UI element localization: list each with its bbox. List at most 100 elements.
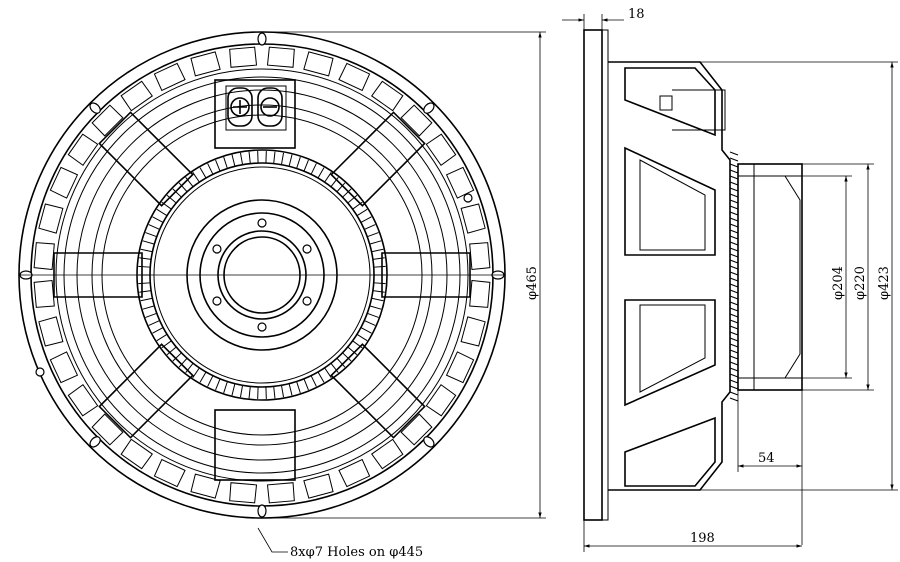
side-fin [729, 151, 739, 156]
motor-fin [148, 224, 160, 230]
side-fin [729, 373, 739, 378]
rim-slot [266, 482, 295, 504]
side-fin [729, 175, 739, 180]
motor-fin [231, 383, 236, 396]
rim-slot [303, 51, 334, 77]
magnet-outer-label: φ220 [853, 266, 868, 300]
motor-fin [139, 257, 152, 260]
gasket [601, 29, 609, 521]
window-upper [624, 146, 716, 256]
side-fin [729, 265, 739, 270]
side-fin [729, 283, 739, 288]
basket-spoke [330, 111, 426, 207]
motor-fin [138, 282, 151, 285]
motor-fin [367, 312, 379, 318]
side-fin [729, 295, 739, 300]
motor-fin [360, 327, 372, 334]
motor-fin [364, 224, 376, 230]
motor-fin [145, 232, 157, 238]
magnet-inner-label: φ204 [831, 266, 846, 300]
side-fin [729, 163, 739, 168]
side-view: 18 φ204 φ220 φ423 54 198 [562, 7, 898, 552]
side-fin [729, 289, 739, 294]
basket-outline [608, 61, 731, 491]
motor-fin [310, 375, 317, 387]
motor-fin [303, 159, 309, 172]
window-top [624, 67, 716, 137]
rim-slot [266, 46, 295, 68]
motor-fin [166, 194, 177, 204]
rim-slot [338, 458, 371, 488]
motor-fin [342, 188, 352, 198]
outer-diameter-label: φ465 [525, 266, 540, 300]
side-fin [729, 157, 739, 162]
side-terminal-housing [672, 89, 726, 131]
pole-bolt-hole [212, 296, 222, 306]
side-fin [729, 343, 739, 348]
motor-fin [199, 167, 207, 179]
rim-slot [49, 166, 79, 199]
motor-fin [273, 151, 276, 164]
rim-slot [445, 351, 475, 384]
motor-fin [373, 265, 386, 268]
motor-fin [166, 346, 177, 356]
terminal-block [214, 79, 296, 149]
pole-bolt-hole [212, 244, 222, 254]
side-fin [729, 379, 739, 384]
rim-slots [33, 46, 491, 504]
motor-fin [369, 240, 382, 245]
rim-slot [49, 351, 79, 384]
window-bottom [624, 416, 716, 487]
hole-note: 8xφ7 Holes on φ445 [290, 545, 423, 560]
mounting-hole [257, 504, 267, 518]
rim-slot [153, 62, 186, 92]
rim-slot [190, 51, 221, 77]
rim-slot [371, 438, 404, 470]
motor-fin [231, 154, 236, 167]
bottom-spoke-plate [214, 409, 296, 481]
motor-fin [248, 151, 251, 164]
side-fin [729, 337, 739, 342]
motor-fin [192, 171, 200, 183]
motor-fin [324, 171, 332, 183]
rim-slot [460, 316, 486, 347]
vent-hole [463, 193, 473, 203]
side-fin [729, 187, 739, 192]
motor-fin [303, 378, 309, 391]
side-fin [729, 217, 739, 222]
motor-fin [215, 159, 221, 172]
rim-slot [400, 104, 433, 137]
motor-fin [199, 371, 207, 383]
motor-fin [347, 194, 358, 204]
side-fin [729, 391, 739, 396]
motor-fin [178, 357, 188, 368]
side-fin [729, 181, 739, 186]
motor-fin [330, 362, 339, 374]
magnet-depth-label: 54 [758, 451, 775, 466]
side-fin [729, 307, 739, 312]
mounting-hole [89, 436, 101, 448]
motor-fin [156, 333, 168, 342]
motor-fin [296, 156, 301, 169]
side-fin [729, 235, 739, 240]
motor-fin [371, 297, 384, 302]
motor-fin [185, 362, 194, 374]
side-fin [729, 325, 739, 330]
pole-chamfer [784, 175, 801, 379]
motor-fins [138, 151, 386, 399]
side-fin [729, 277, 739, 282]
rim-slot [91, 104, 124, 137]
motor-fin [364, 320, 376, 326]
side-terminal [659, 95, 673, 111]
flange-thickness-label: 18 [628, 7, 645, 22]
mounting-hole [89, 102, 101, 114]
vent-hole [35, 367, 45, 377]
mounting-hole [257, 32, 267, 46]
motor-fin [140, 297, 153, 302]
motor-fin [367, 232, 379, 238]
motor-fin [172, 352, 182, 362]
rim-slot [91, 413, 124, 446]
rim-slot [38, 316, 64, 347]
side-fin [729, 385, 739, 390]
motor-fin [185, 176, 194, 188]
